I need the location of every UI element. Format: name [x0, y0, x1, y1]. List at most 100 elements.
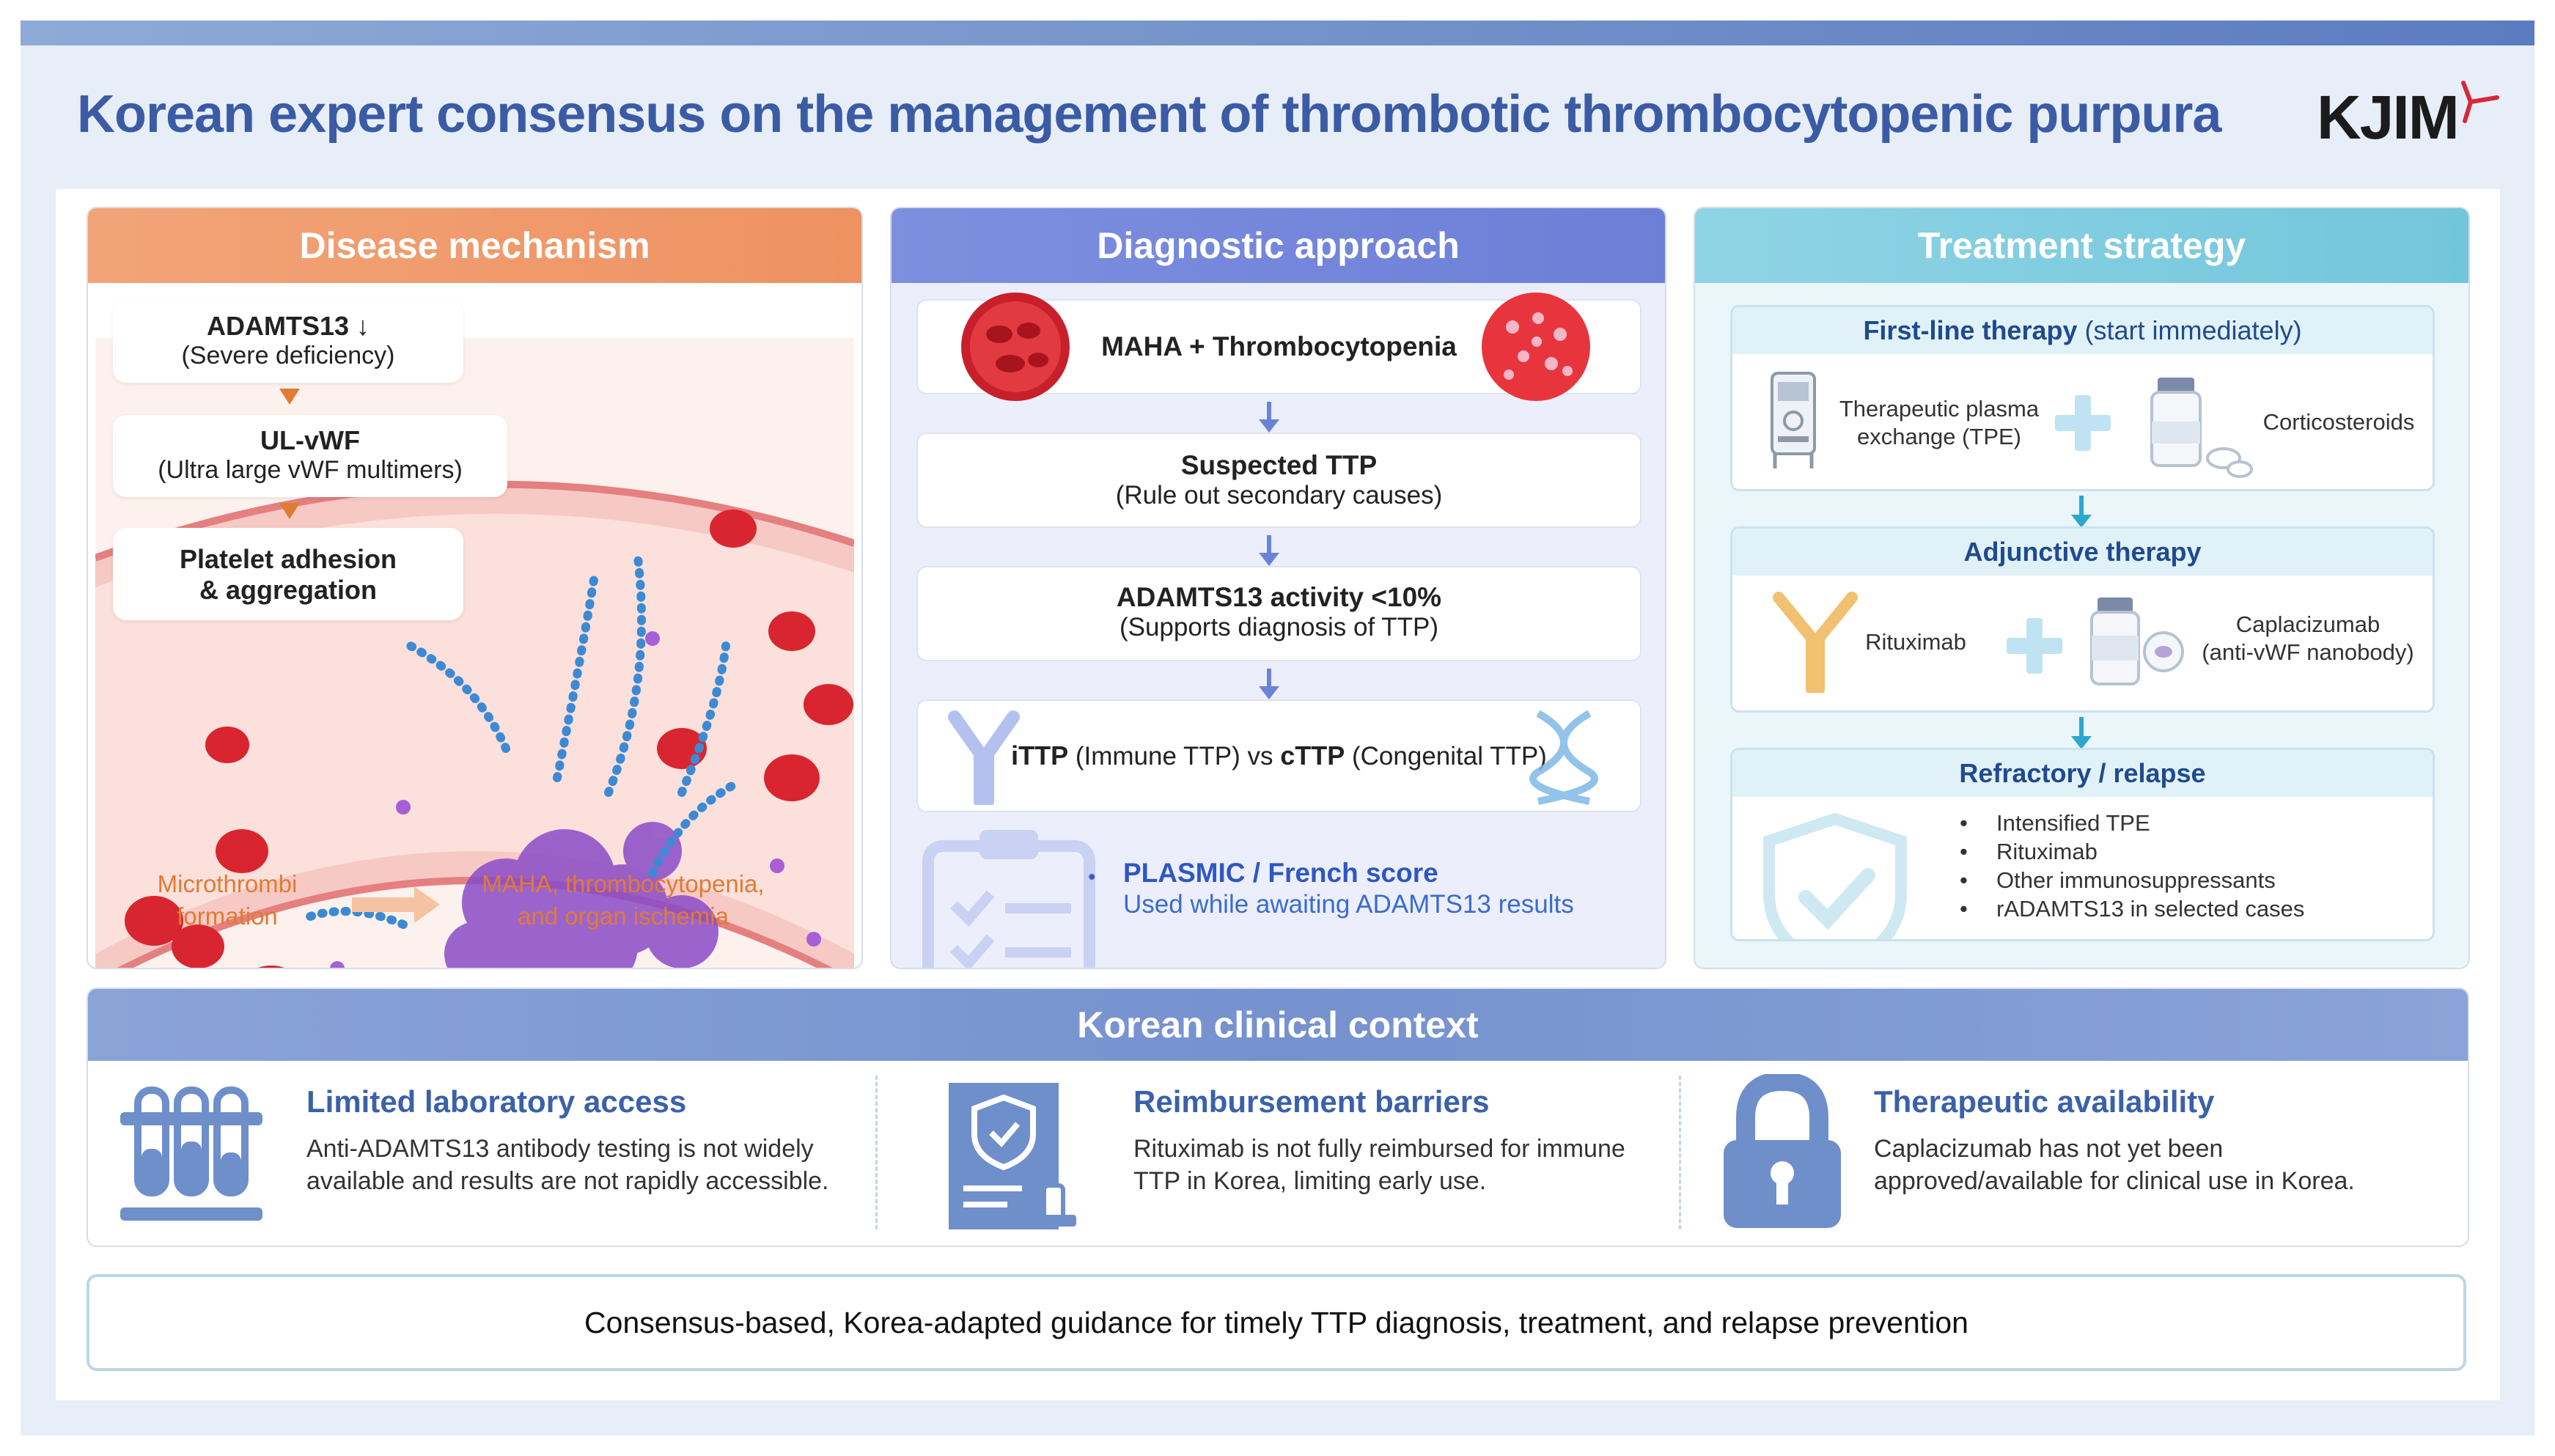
platelet-line-1: Platelet adhesion — [179, 544, 397, 574]
rituximab-antibody-icon — [1773, 592, 1858, 693]
plasmic-score-sub: Used while awaiting ADAMTS13 results — [1123, 890, 1574, 919]
lab-access-column: Limited laboratory access Anti-ADAMTS13 … — [306, 1084, 829, 1197]
refractory-heading: Refractory / relapse — [1732, 750, 2433, 797]
first-line-label: First-line therapy — [1863, 315, 2078, 345]
first-line-note: (start immediately) — [2077, 315, 2302, 345]
adamts13-activity-box: ADAMTS13 activity <10% (Supports diagnos… — [916, 566, 1642, 661]
platelet-aggregation-box: Platelet adhesion & aggregation — [113, 528, 463, 620]
adjunctive-therapy-box: Adjunctive therapy Rituximab Caplacizuma… — [1730, 526, 2435, 713]
treatment-strategy-heading: Treatment strategy — [1695, 208, 2468, 283]
plus-icon — [2007, 618, 2062, 674]
tpe-line-2: exchange (TPE) — [1857, 424, 2021, 449]
treat-arrow-2 — [2071, 717, 2092, 749]
outcome-caption: MAHA, thrombocytopenia, and organ ischem… — [455, 868, 792, 933]
reimbursement-title: Reimbursement barriers — [1133, 1084, 1490, 1119]
adjunctive-heading: Adjunctive therapy — [1732, 529, 2433, 576]
diag-arrow-1 — [1259, 402, 1279, 433]
diagnostic-approach-heading: Diagnostic approach — [892, 208, 1665, 283]
top-accent-bar — [21, 21, 2534, 45]
refractory-item: rADAMTS13 in selected cases — [1960, 894, 2304, 923]
outcome-line-1: MAHA, thrombocytopenia, — [482, 870, 765, 897]
refractory-item: Other immunosuppressants — [1960, 866, 2304, 894]
reimbursement-line-1: Rituximab is not fully reimbursed for im… — [1133, 1135, 1625, 1163]
treatment-strategy-panel: Treatment strategy First-line therapy (s… — [1694, 207, 2470, 969]
context-divider — [875, 1076, 878, 1229]
cttp-desc: (Congenital TTP) — [1345, 742, 1547, 771]
ul-vwf-sub: (Ultra large vWF multimers) — [158, 456, 463, 484]
context-divider — [1679, 1076, 1681, 1229]
shield-check-icon — [1763, 813, 1907, 939]
adamts13-activity-label: ADAMTS13 activity <10% — [1116, 582, 1442, 612]
microthrombi-line-2: formation — [177, 902, 278, 930]
antibody-icon — [948, 710, 1020, 805]
page-title: Korean expert consensus on the managemen… — [77, 85, 2221, 144]
suspected-ttp-sub: (Rule out secondary causes) — [1115, 481, 1443, 510]
adamts13-activity-sub: (Supports diagnosis of TTP) — [1119, 613, 1439, 641]
therapeutic-availability-line-1: Caplacizumab has not yet been — [1874, 1135, 2224, 1163]
refractory-item: Rituximab — [1960, 837, 2304, 866]
caplacizumab-label: Caplacizumab (anti-vWF nanobody) — [2187, 611, 2429, 666]
rituximab-label: Rituximab — [1865, 629, 1966, 655]
mech-arrow-1 — [279, 389, 300, 405]
platelet-line-2: & aggregation — [199, 575, 377, 605]
lab-access-desc: Anti-ADAMTS13 antibody testing is not wi… — [306, 1133, 829, 1197]
lab-access-line-1: Anti-ADAMTS13 antibody testing is not wi… — [306, 1135, 814, 1163]
adamts13-label: ADAMTS13 ↓ — [206, 311, 370, 341]
cttp-label: cTTP — [1280, 740, 1345, 771]
red-blood-cell-icon — [961, 293, 1070, 401]
treat-arrow-1 — [2071, 496, 2092, 528]
adamts13-deficiency-box: ADAMTS13 ↓ (Severe deficiency) — [113, 301, 463, 383]
dna-icon — [1529, 710, 1598, 805]
microthrombi-line-1: Microthrombi — [157, 870, 298, 897]
therapeutic-availability-column: Therapeutic availability Caplacizumab ha… — [1874, 1084, 2355, 1197]
ittp-label: iTTP — [1011, 740, 1069, 771]
reimbursement-document-icon — [949, 1083, 1076, 1229]
ittp-vs-cttp-box: iTTP (Immune TTP) vs cTTP (Congenital TT… — [916, 699, 1642, 812]
corticosteroids-label: Corticosteroids — [2262, 409, 2415, 435]
corticosteroid-vial-icon — [2150, 378, 2253, 478]
ul-vwf-label: UL-vWF — [260, 425, 360, 455]
therapeutic-availability-line-2: approved/available for clinical use in K… — [1874, 1167, 2355, 1195]
reimbursement-column: Reimbursement barriers Rituximab is not … — [1133, 1084, 1625, 1197]
plasma-exchange-machine-icon — [1771, 372, 1816, 468]
diagnostic-approach-panel: Diagnostic approach MAHA + Thrombocytope… — [890, 207, 1666, 969]
plasmic-score-title: PLASMIC / French score — [1123, 858, 1438, 888]
microthrombi-caption: Microthrombi formation — [147, 868, 308, 933]
caplacizumab-line-2: (anti-vWF nanobody) — [2202, 639, 2414, 665]
korean-context-heading: Korean clinical context — [88, 989, 2468, 1061]
tpe-label: Therapeutic plasma exchange (TPE) — [1829, 395, 2049, 451]
reimbursement-desc: Rituximab is not fully reimbursed for im… — [1133, 1133, 1625, 1197]
refractory-list: Intensified TPE Rituximab Other immunosu… — [1960, 809, 2304, 923]
clipboard-checklist-icon — [922, 830, 1095, 968]
ittp-desc: (Immune TTP) vs — [1068, 742, 1281, 771]
ittp-vs-cttp-line: iTTP (Immune TTP) vs cTTP (Congenital TT… — [918, 701, 1640, 812]
refractory-relapse-box: Refractory / relapse Intensified TPE Rit… — [1730, 748, 2435, 941]
lab-access-title: Limited laboratory access — [306, 1084, 687, 1119]
score-bullet: • — [1088, 865, 1096, 889]
caplacizumab-vial-icon — [2090, 598, 2184, 685]
plus-icon — [2055, 395, 2111, 451]
adamts13-sub: (Severe deficiency) — [181, 342, 395, 369]
korean-clinical-context-panel: Korean clinical context Limited laborato… — [87, 988, 2469, 1247]
first-line-therapy-box: First-line therapy (start immediately) T… — [1730, 305, 2435, 491]
therapeutic-availability-desc: Caplacizumab has not yet been approved/a… — [1874, 1133, 2355, 1197]
first-line-heading: First-line therapy (start immediately) — [1732, 307, 2433, 354]
mech-arrow-2 — [279, 503, 300, 519]
mechanism-arrow-icon — [352, 886, 440, 923]
disease-mechanism-heading: Disease mechanism — [88, 208, 861, 283]
summary-banner: Consensus-based, Korea-adapted guidance … — [87, 1274, 2466, 1371]
outcome-line-2: and organ ischemia — [517, 902, 729, 930]
padlock-icon — [1724, 1074, 1841, 1228]
caplacizumab-line-1: Caplacizumab — [2235, 611, 2381, 637]
logo-star-icon — [2461, 81, 2499, 123]
diag-arrow-3 — [1259, 669, 1279, 699]
ul-vwf-box: UL-vWF (Ultra large vWF multimers) — [113, 415, 507, 497]
diag-arrow-2 — [1259, 535, 1279, 566]
reimbursement-line-2: TTP in Korea, limiting early use. — [1133, 1167, 1487, 1195]
test-tube-rack-icon — [120, 1087, 262, 1221]
suspected-ttp-box: Suspected TTP (Rule out secondary causes… — [916, 433, 1642, 528]
maha-label: MAHA + Thrombocytopenia — [1101, 331, 1457, 361]
disease-mechanism-panel: Disease mechanism ADAMTS13 ↓ — [87, 207, 863, 969]
platelet-cell-icon — [1482, 293, 1590, 401]
tpe-line-1: Therapeutic plasma — [1839, 396, 2040, 422]
